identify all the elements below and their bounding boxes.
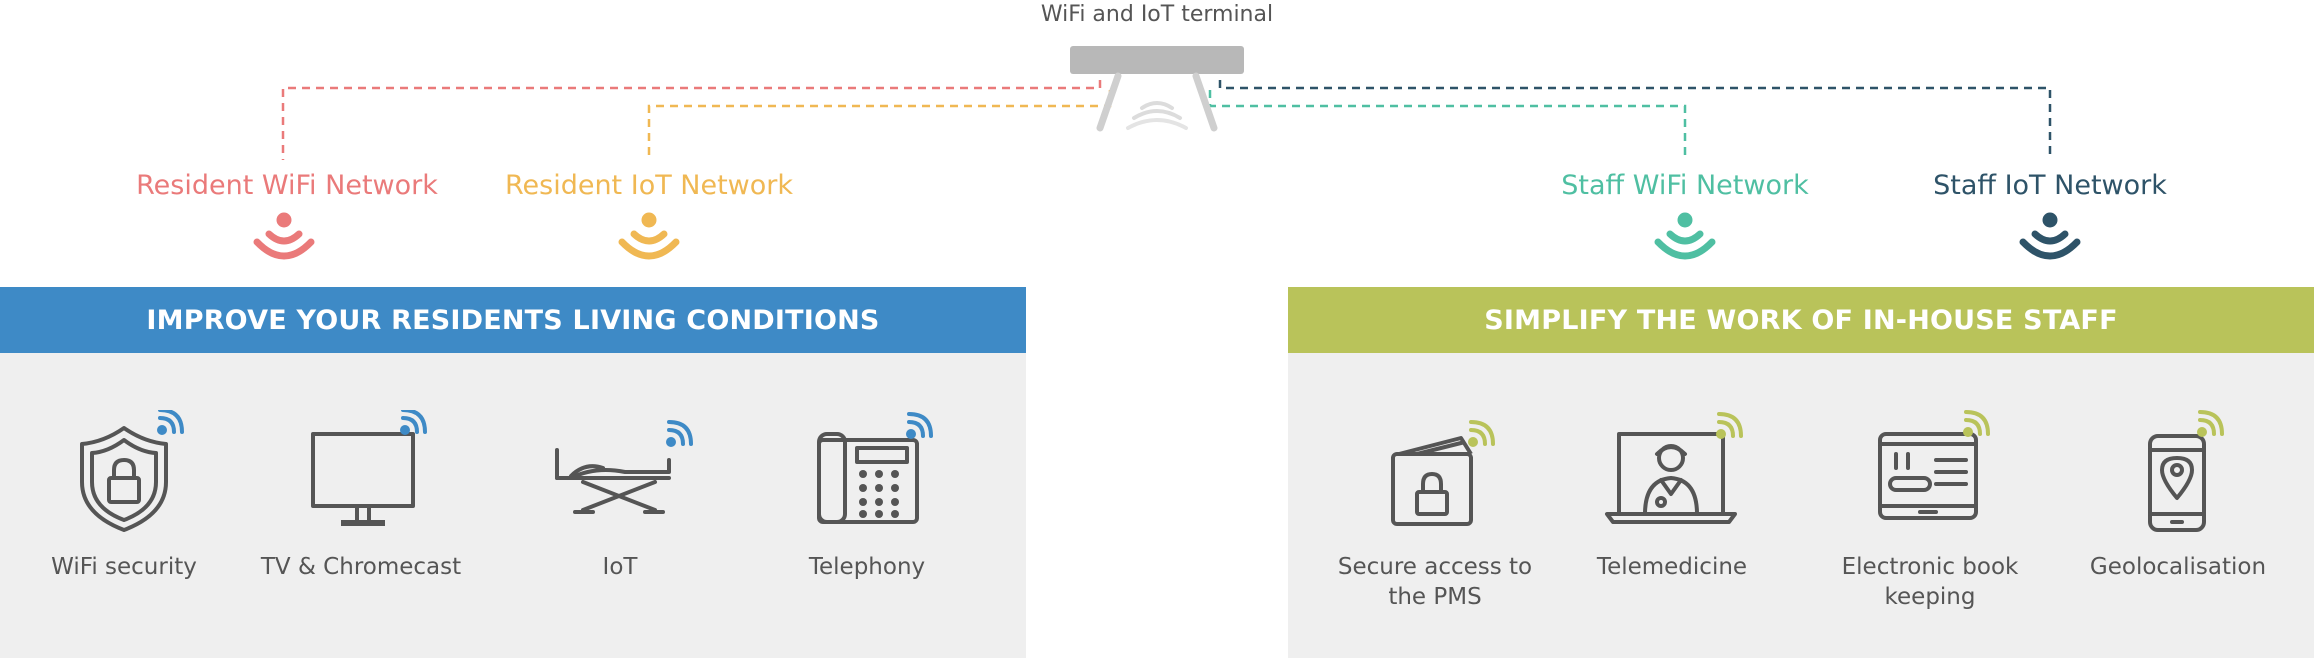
feature-electronic-book-keeping: Electronic book keeping xyxy=(1820,410,2040,612)
feature-telephony: Telephony xyxy=(757,410,977,582)
wire-resident-wifi xyxy=(281,80,1102,160)
feature-label: IoT xyxy=(602,554,638,580)
feature-wifi-security: WiFi security xyxy=(14,410,234,582)
network-label-resident-wifi: Resident WiFi Network xyxy=(136,170,438,201)
laptop-doctor-icon xyxy=(1605,412,1743,524)
wire-staff-wifi xyxy=(1208,90,1687,160)
network-label-staff-wifi: Staff WiFi Network xyxy=(1561,170,1809,201)
feature-secure-pms: Secure access to the PMS xyxy=(1325,410,1545,612)
feature-label: Secure access to the PMS xyxy=(1337,554,1533,610)
tv-icon xyxy=(311,410,427,526)
feature-iot: IoT xyxy=(510,410,730,582)
network-label-staff-iot: Staff IoT Network xyxy=(1933,170,2167,201)
wifi-icon xyxy=(618,212,680,260)
staff-banner: SIMPLIFY THE WORK OF IN-HOUSE STAFF xyxy=(1288,287,2314,353)
wifi-icon xyxy=(1654,212,1716,260)
residents-banner: IMPROVE YOUR RESIDENTS LIVING CONDITIONS xyxy=(0,287,1026,353)
shield-lock-icon xyxy=(80,410,184,532)
feature-label: Geolocalisation xyxy=(2089,554,2267,580)
network-label-resident-iot: Resident IoT Network xyxy=(504,170,794,201)
router-icon xyxy=(1070,46,1244,132)
phone-pin-icon xyxy=(2148,410,2224,532)
residents-panel xyxy=(0,353,1026,658)
wifi-icon xyxy=(253,212,315,260)
feature-label: Electronic book keeping xyxy=(1841,554,2019,610)
wifi-icon xyxy=(2019,212,2081,260)
feature-label: WiFi security xyxy=(51,554,197,580)
wire-resident-iot xyxy=(647,90,1112,160)
staff-panel xyxy=(1288,353,2314,658)
feature-label: Telephony xyxy=(808,554,926,580)
staff-title: SIMPLIFY THE WORK OF IN-HOUSE STAFF xyxy=(1484,304,2118,336)
feature-geolocalisation: Geolocalisation xyxy=(2068,410,2288,582)
feature-label: Telemedicine xyxy=(1596,554,1748,580)
tablet-form-icon xyxy=(1878,410,1990,520)
feature-label: TV & Chromecast xyxy=(260,554,462,580)
bed-icon xyxy=(555,420,693,514)
feature-tv-chromecast: TV & Chromecast xyxy=(251,410,471,582)
residents-title: IMPROVE YOUR RESIDENTS LIVING CONDITIONS xyxy=(146,304,880,336)
terminal-label: WiFi and IoT terminal xyxy=(1040,2,1274,27)
feature-telemedicine: Telemedicine xyxy=(1562,410,1782,582)
lock-card-icon xyxy=(1391,420,1495,526)
wire-staff-iot xyxy=(1218,80,2052,160)
phone-icon xyxy=(817,412,933,524)
